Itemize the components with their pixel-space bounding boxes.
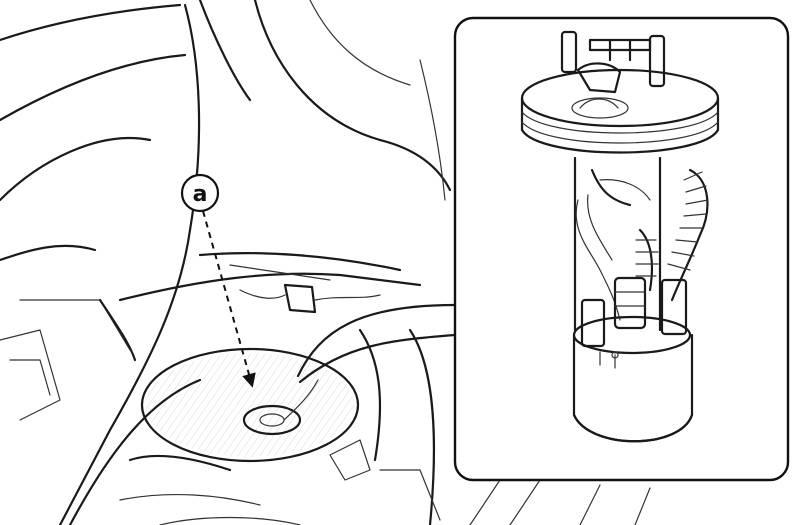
return-pipe [648, 34, 666, 88]
callout-a: a [180, 173, 256, 388]
outlet-pipe [560, 30, 578, 74]
inset-leader [296, 303, 457, 384]
fuel-filter [660, 278, 688, 336]
level-sender [580, 298, 606, 348]
access-hole [140, 347, 360, 463]
inset-panel [453, 16, 790, 482]
connector-block [283, 283, 317, 314]
bellows-hose [670, 168, 709, 302]
vehicle-floor-scene [0, 0, 651, 525]
pump-flange [242, 404, 302, 436]
callout-arrow [202, 210, 256, 388]
callout-circle [180, 173, 220, 213]
pump-motor [613, 276, 647, 330]
callout-label: a [193, 182, 208, 207]
fuel-pump-assembly [520, 30, 720, 443]
electrical-connector [576, 62, 622, 94]
